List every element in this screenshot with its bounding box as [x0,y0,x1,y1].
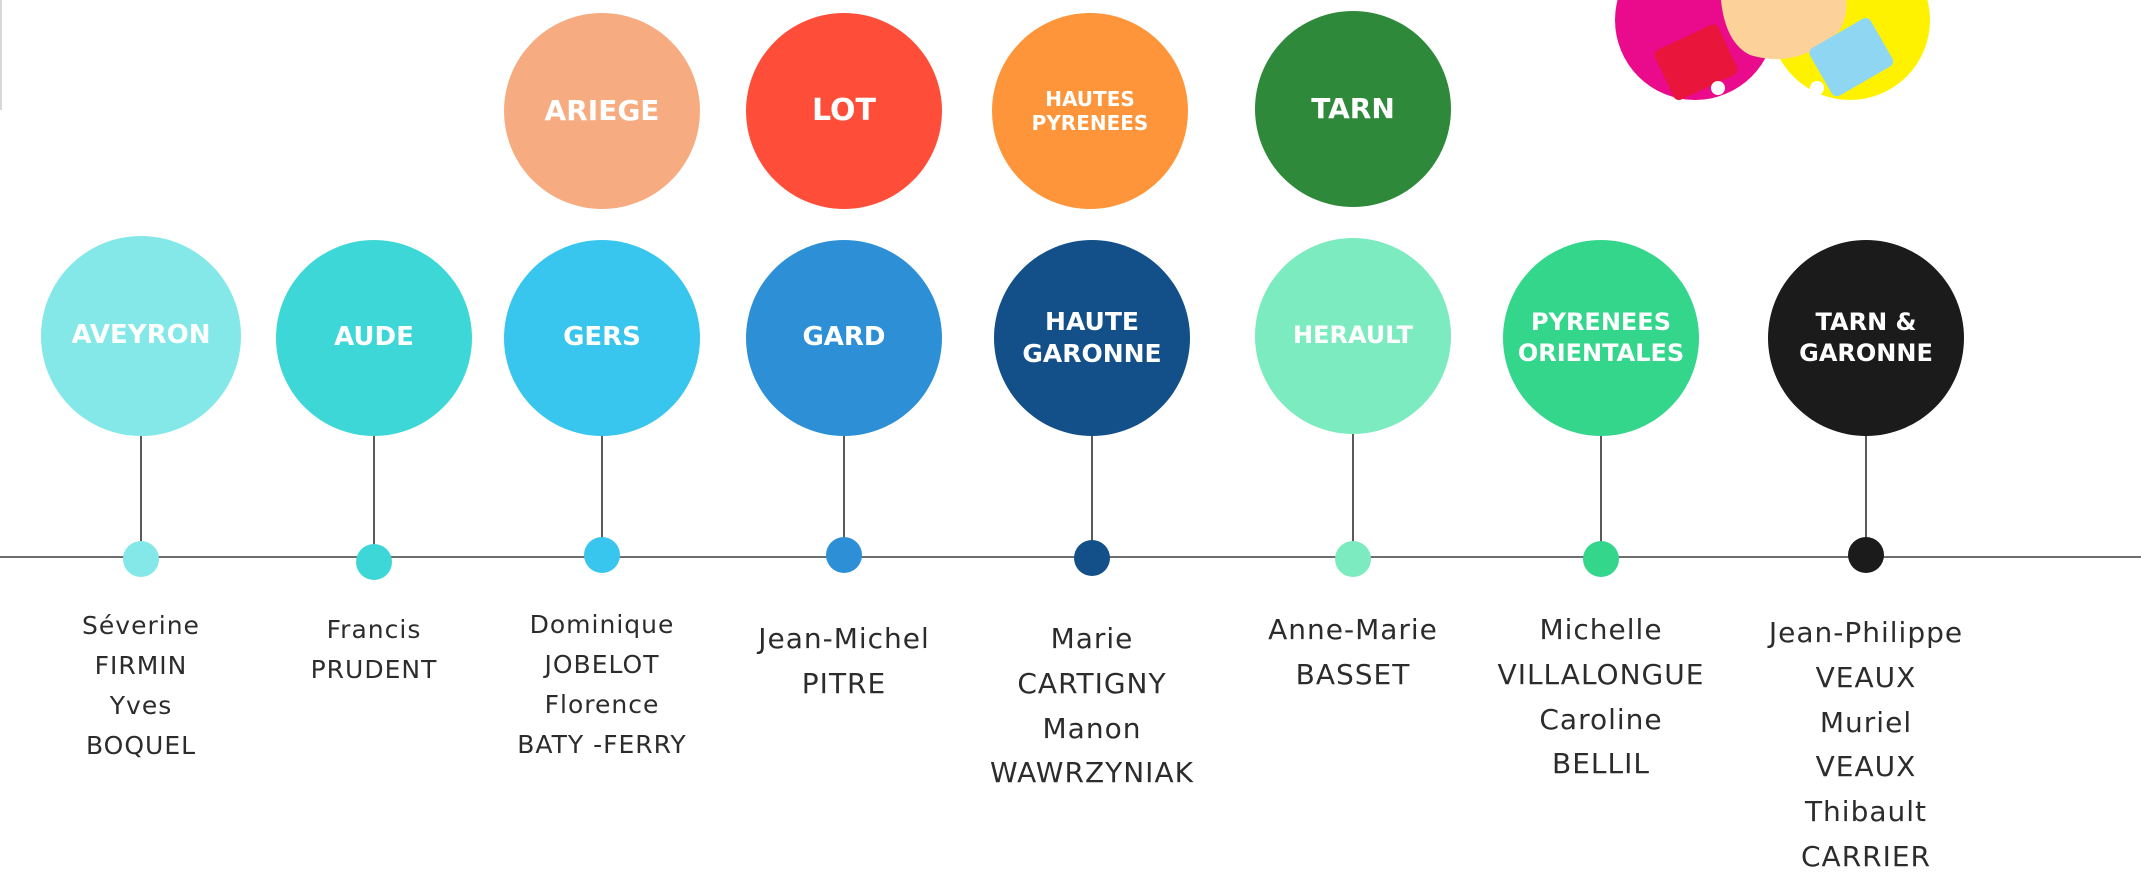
department-circle-aveyron: AVEYRON [41,236,241,436]
top-circle-hautes-pyrenees: HAUTES PYRENEES [992,13,1188,209]
connector-line-aude [373,432,375,562]
contact-names-herault: Anne-Marie BASSET [1268,613,1438,691]
department-circle-aude: AUDE [276,240,472,436]
contact-names-pyrenees-orientales: Michelle VILLALONGUE Caroline BELLIL [1497,613,1705,781]
contact-names-aude: Francis PRUDENT [310,615,438,684]
logo-cuff-button [1711,81,1725,95]
timeline-dot-haute-garonne [1074,540,1110,576]
contact-names-gers: Dominique JOBELOT Florence BATY -FERRY [517,610,687,759]
top-circle-tarn: TARN [1255,11,1451,207]
connector-line-pyrenees-orientales [1600,432,1602,559]
department-circle-herault: HERAULT [1255,238,1451,434]
timeline-dot-herault [1335,541,1371,577]
contact-names-haute-garonne: Marie CARTIGNY Manon WAWRZYNIAK [990,622,1194,790]
department-circle-pyrenees-orientales: PYRENEES ORIENTALES [1503,240,1699,436]
logo-hand [1721,0,1847,60]
department-circle-gers: GERS [504,240,700,436]
timeline-dot-gers [584,537,620,573]
connector-line-herault [1352,430,1354,559]
contact-names-aveyron: Séverine FIRMIN Yves BOQUEL [82,611,200,760]
contact-names-gard: Jean-Michel PITRE [758,622,930,700]
top-circle-ariege: ARIEGE [504,13,700,209]
timeline-dot-aveyron [123,541,159,577]
connector-line-tarn-garonne [1865,432,1867,555]
timeline-dot-aude [356,544,392,580]
top-circle-lot: LOT [746,13,942,209]
handshake-logo-icon [1615,0,1930,101]
connector-line-haute-garonne [1091,432,1093,558]
contact-names-tarn-garonne: Jean-Philippe VEAUX Muriel VEAUX Thibaul… [1768,616,1964,873]
timeline-dot-gard [826,537,862,573]
connector-line-aveyron [140,432,142,559]
logo-blue-cuff [1809,18,1894,97]
connector-line-gers [601,432,603,555]
left-edge-border [0,0,2,110]
department-circle-haute-garonne: HAUTE GARONNE [994,240,1190,436]
connector-line-gard [843,432,845,555]
logo-cuff-button-2 [1810,81,1824,95]
timeline-dot-tarn-garonne [1848,537,1884,573]
timeline-axis [0,556,2141,558]
department-circle-tarn-garonne: TARN & GARONNE [1768,240,1964,436]
timeline-dot-pyrenees-orientales [1583,541,1619,577]
department-circle-gard: GARD [746,240,942,436]
